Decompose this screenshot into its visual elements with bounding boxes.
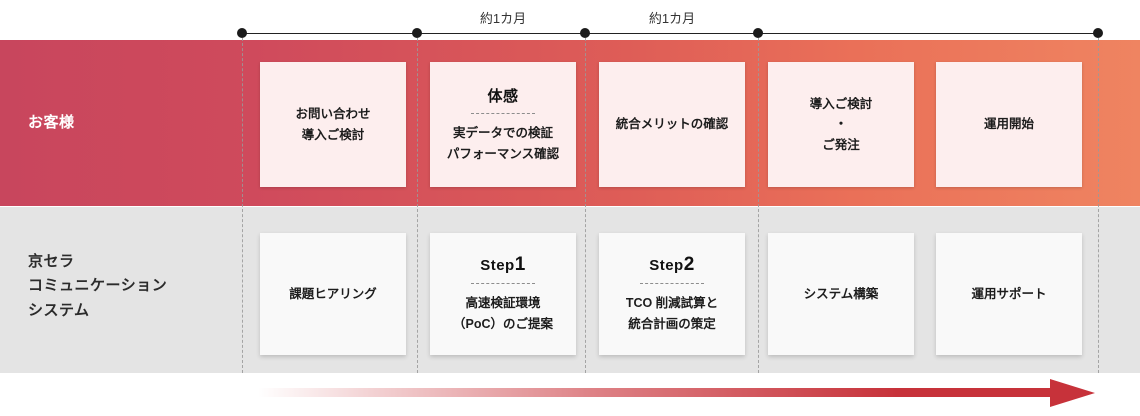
column-divider-3 — [585, 33, 586, 373]
provider-step-body-1: 課題ヒアリング — [289, 286, 377, 301]
timeline-marker-3 — [580, 28, 590, 38]
provider-step-body-5: 運用サポート — [971, 286, 1047, 301]
provider-step-body-2: 高速検証環境（PoC）のご提案 — [452, 296, 553, 331]
customer-step-body-4: 導入ご検討・ご発注 — [809, 97, 873, 152]
provider-step-card-4[interactable]: システム構築 — [768, 233, 914, 355]
timeline-marker-1 — [237, 28, 247, 38]
provider-step-title-2: Step1 — [480, 254, 526, 276]
card-separator-icon — [471, 113, 535, 115]
customer-row-label: お客様 — [28, 114, 75, 131]
column-divider-2 — [417, 33, 418, 373]
customer-step-body-3: 統合メリットの確認 — [615, 117, 729, 132]
customer-step-card-1[interactable]: お問い合わせ導入ご検討 — [260, 62, 406, 187]
provider-step-card-3[interactable]: Step2 TCO 削減試算と統合計画の策定 — [599, 233, 745, 355]
customer-step-card-3[interactable]: 統合メリットの確認 — [599, 62, 745, 187]
card-separator-icon — [471, 283, 535, 285]
progress-arrow-head-icon — [1050, 379, 1095, 407]
timeline-marker-2 — [412, 28, 422, 38]
timeline-marker-4 — [753, 28, 763, 38]
card-separator-icon — [640, 283, 704, 285]
provider-step-title-3: Step2 — [649, 254, 695, 276]
timeline-duration-label-2: 約1カ月 — [648, 11, 696, 26]
timeline-duration-label-1: 約1カ月 — [479, 11, 527, 26]
timeline-marker-5 — [1093, 28, 1103, 38]
column-divider-5 — [1098, 33, 1099, 373]
provider-step-card-1[interactable]: 課題ヒアリング — [260, 233, 406, 355]
progress-arrow-shaft — [258, 388, 1058, 397]
provider-step-card-5[interactable]: 運用サポート — [936, 233, 1082, 355]
provider-step-body-4: システム構築 — [803, 286, 879, 301]
column-divider-4 — [758, 33, 759, 373]
customer-step-body-5: 運用開始 — [983, 117, 1034, 132]
provider-row-label: 京セラコミュニケーションシステム — [28, 253, 168, 319]
customer-step-card-2[interactable]: 体感 実データでの検証パフォーマンス確認 — [430, 62, 576, 187]
customer-step-card-4[interactable]: 導入ご検討・ご発注 — [768, 62, 914, 187]
customer-step-card-5[interactable]: 運用開始 — [936, 62, 1082, 187]
customer-step-body-1: お問い合わせ導入ご検討 — [295, 107, 371, 142]
customer-step-title-2: 体感 — [487, 88, 519, 106]
timeline-axis — [242, 33, 1098, 34]
provider-step-body-3: TCO 削減試算と統合計画の策定 — [625, 296, 719, 331]
customer-step-body-2: 実データでの検証パフォーマンス確認 — [446, 126, 560, 161]
provider-step-card-2[interactable]: Step1 高速検証環境（PoC）のご提案 — [430, 233, 576, 355]
column-divider-1 — [242, 33, 243, 373]
